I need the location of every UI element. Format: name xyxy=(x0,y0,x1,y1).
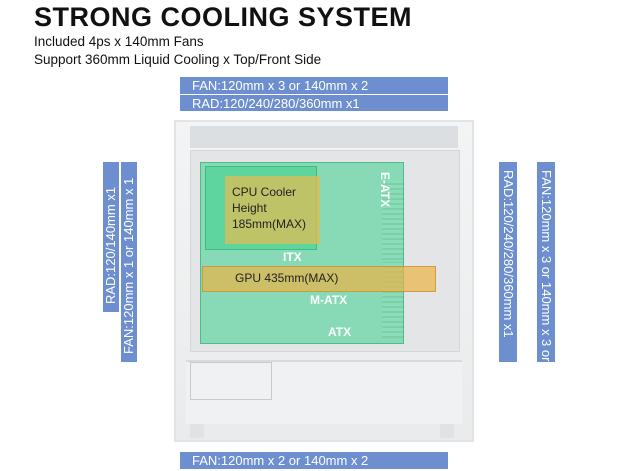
subtitle-line-2: Support 360mm Liquid Cooling x Top/Front… xyxy=(34,52,322,67)
cpu-cooler-line-3: 185mm(MAX) xyxy=(232,217,307,231)
matx-label: M-ATX xyxy=(310,293,348,307)
psu-window xyxy=(190,362,272,400)
cpu-cooler-zone xyxy=(225,176,320,244)
psu-shroud xyxy=(186,360,462,424)
itx-label: ITX xyxy=(283,250,302,264)
top-rad-bar: RAD:120/240/280/360mm x1 xyxy=(180,95,448,111)
left-rad-bar: RAD:120/140mm x1 xyxy=(103,162,119,312)
cpu-cooler-line-1: CPU Cooler xyxy=(232,185,297,199)
eatx-label: E-ATX xyxy=(378,172,392,208)
foot-left xyxy=(190,424,204,438)
foot-right xyxy=(440,424,454,438)
right-rad-bar: RAD:120/240/280/360mm x1 xyxy=(499,162,517,362)
top-fan-bar: FAN:120mm x 3 or 140mm x 2 xyxy=(180,77,448,94)
bottom-fan-bar: FAN:120mm x 2 or 140mm x 2 xyxy=(180,452,448,469)
page-title: STRONG COOLING SYSTEM xyxy=(34,2,413,32)
right-fan-bar: FAN:120mm x 3 or 140mm x 3 or 2*200 mm xyxy=(537,162,555,424)
cpu-cooler-line-2: Height xyxy=(232,201,267,215)
left-fan-bar: FAN:120mm x 1 or 140mm x 1 xyxy=(121,162,137,362)
subtitle-line-1: Included 4ps x 140mm Fans xyxy=(34,34,204,49)
cpu-cooler-label: CPU Cooler Height 185mm(MAX) xyxy=(232,184,306,232)
atx-label: ATX xyxy=(328,325,352,339)
top-vent xyxy=(190,126,458,148)
gpu-zone xyxy=(202,266,436,292)
gpu-label: GPU 435mm(MAX) xyxy=(235,271,339,285)
